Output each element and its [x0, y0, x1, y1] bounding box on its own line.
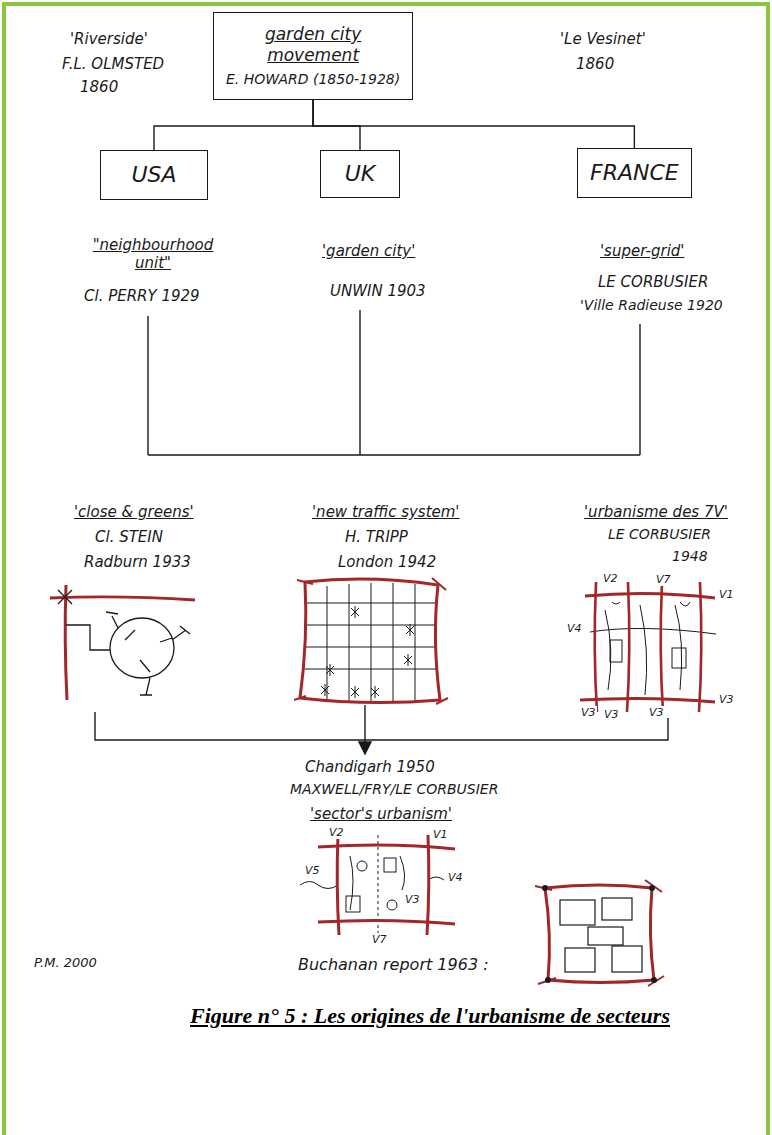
note-label: Radburn 1933 [84, 553, 191, 571]
radburn-sketch [50, 585, 195, 700]
note-label: 'close & greens' [74, 503, 194, 521]
note-label: Buchanan report 1963 : [298, 955, 489, 974]
road-label: V3 [404, 893, 421, 906]
note-label: LE CORBUSIER [608, 526, 711, 543]
road-label: V2 [328, 826, 345, 839]
note-label: 1860 [80, 78, 118, 96]
box-text: FRANCE [590, 159, 679, 187]
road-label: V4 [566, 622, 583, 635]
note-label: UNWIN 1903 [330, 282, 426, 300]
traffic-grid-sketch [294, 578, 448, 704]
road-label: V1 [718, 588, 735, 601]
note-label: 'Ville Radieuse 1920 [580, 297, 723, 314]
note-label: 1948 [672, 548, 708, 565]
road-label: V5 [304, 864, 321, 877]
road-label: V7 [371, 933, 388, 946]
seven-v-sketch [580, 582, 716, 712]
note-label: 'sector's urbanism' [310, 805, 452, 823]
road-label: V3 [718, 693, 735, 706]
note-label: 'new traffic system' [312, 503, 460, 521]
category-box: FRANCE [577, 148, 692, 198]
road-label: V3 [648, 706, 665, 719]
note-label: MAXWELL/FRY/LE CORBUSIER [290, 781, 498, 798]
note-label: P.M. 2000 [34, 955, 97, 971]
note-label: Chandigarh 1950 [305, 758, 435, 776]
box-text: garden city movement [243, 24, 383, 67]
tree-connector [154, 100, 313, 150]
box-text: E. HOWARD (1850-1928) [226, 71, 400, 89]
note-label: 'super-grid' [600, 242, 684, 260]
category-box: UK [320, 150, 400, 198]
note-label: Cl. PERRY 1929 [84, 287, 200, 305]
road-label: V3 [580, 706, 597, 719]
road-label: V4 [447, 871, 464, 884]
note-label: H. TRIPP [345, 528, 408, 546]
road-label: V3 [603, 708, 620, 721]
category-box: USA [100, 150, 208, 200]
chandigarh-sketch [300, 835, 455, 948]
buchanan-sketch [535, 880, 664, 986]
note-label: F.L. OLMSTED [62, 55, 164, 73]
note-label: 'urbanisme des 7V' [584, 503, 728, 521]
note-label: LE CORBUSIER [598, 273, 708, 291]
tree-connector [313, 100, 634, 148]
box-text: USA [131, 161, 176, 189]
category-box: garden city movement E. HOWARD (1850-1928… [213, 12, 413, 100]
note-label: London 1942 [338, 553, 436, 571]
tree-lines [95, 310, 668, 754]
road-label: V2 [602, 572, 619, 585]
tree-connector [313, 100, 360, 150]
road-label: V7 [655, 573, 672, 586]
note-label: 'garden city' [322, 242, 415, 260]
box-text: UK [345, 160, 376, 188]
figure-caption: Figure n° 5 : Les origines de l'urbanism… [110, 1003, 750, 1029]
note-label: Cl. STEIN [95, 528, 163, 546]
note-label: 'Riverside' [70, 30, 148, 48]
note-label: "neighbourhood unit" [78, 236, 228, 272]
note-label: 'Le Vesinet' [560, 30, 646, 48]
note-label: 1860 [576, 55, 614, 73]
road-label: V1 [432, 828, 449, 841]
